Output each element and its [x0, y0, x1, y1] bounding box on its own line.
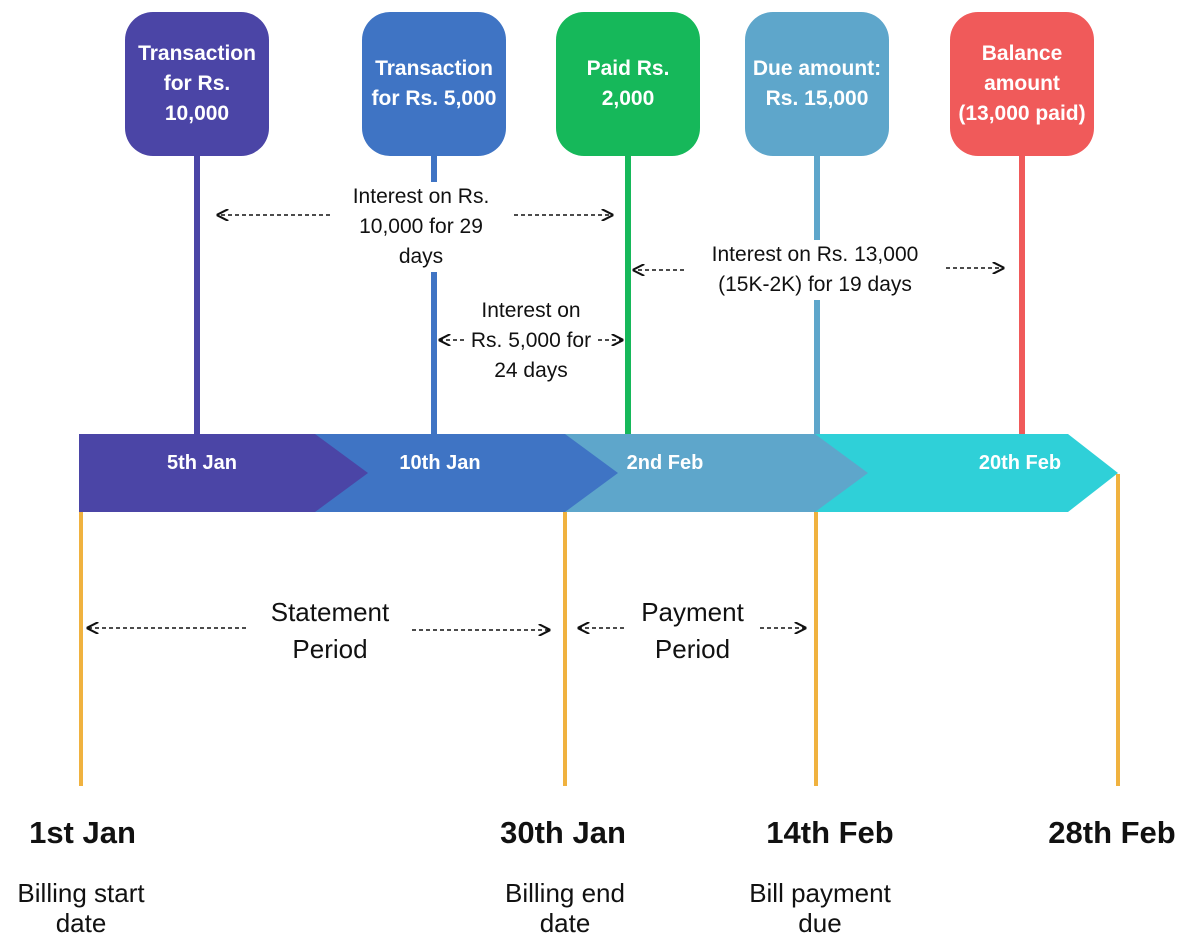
- timeline-label-10th-jan: 10th Jan: [399, 452, 481, 474]
- payment-period-label: Payment Period: [641, 597, 744, 664]
- timeline-segment-blue: [310, 434, 618, 512]
- box-label: Transaction for Rs. 10,000: [138, 42, 256, 125]
- date-14th-feb: 14th Feb: [766, 815, 894, 850]
- transaction-5000-box: Transaction for Rs. 5,000: [362, 12, 506, 156]
- due-amount-box: Due amount: Rs. 15,000: [745, 12, 889, 156]
- transaction-10000-box: Transaction for Rs. 10,000: [125, 12, 269, 156]
- interest-note-13000: Interest on Rs. 13,000 (15K-2K) for 19 d…: [690, 240, 940, 300]
- paid-2000-box: Paid Rs. 2,000: [556, 12, 700, 156]
- connector-20th-feb: [1019, 150, 1025, 436]
- timeline-segment-purple: [79, 434, 368, 512]
- box-label: Transaction for Rs. 5,000: [371, 57, 497, 110]
- date-28th-feb: 28th Feb: [1048, 815, 1176, 850]
- box-label: Due amount: Rs. 15,000: [752, 57, 882, 110]
- desc-14th-feb: Bill payment due: [749, 878, 891, 938]
- timeline-segment-light-blue: [560, 434, 868, 512]
- interest-note-5000: Interest on Rs. 5,000 for 24 days: [468, 296, 594, 386]
- connector-2nd-feb: [625, 150, 631, 436]
- date-line-28th-feb: [1116, 474, 1120, 786]
- date-line-14th-feb: [814, 512, 818, 786]
- box-label: Paid Rs. 2,000: [586, 57, 670, 110]
- connector-5th-jan: [194, 150, 200, 436]
- date-line-1st-jan: [79, 512, 83, 786]
- date-line-30th-jan: [563, 512, 567, 786]
- timeline-label-20th-feb: 20th Feb: [978, 452, 1062, 474]
- desc-1st-jan: Billing start date: [17, 878, 145, 938]
- date-30th-jan: 30th Jan: [500, 815, 626, 850]
- timeline-label-5th-jan: 5th Jan: [166, 452, 238, 474]
- box-label: Balance amount (13,000 paid): [958, 42, 1086, 125]
- date-1st-jan: 1st Jan: [29, 815, 136, 850]
- timeline-segment-cyan: [810, 434, 1118, 512]
- connector-10th-jan: [431, 150, 437, 436]
- statement-period-label: Statement Period: [270, 597, 390, 664]
- desc-30th-jan: Billing end date: [505, 878, 625, 938]
- interest-note-10000: Interest on Rs. 10,000 for 29 days: [336, 182, 506, 272]
- balance-amount-box: Balance amount (13,000 paid): [950, 12, 1094, 156]
- timeline-label-2nd-feb: 2nd Feb: [626, 452, 704, 474]
